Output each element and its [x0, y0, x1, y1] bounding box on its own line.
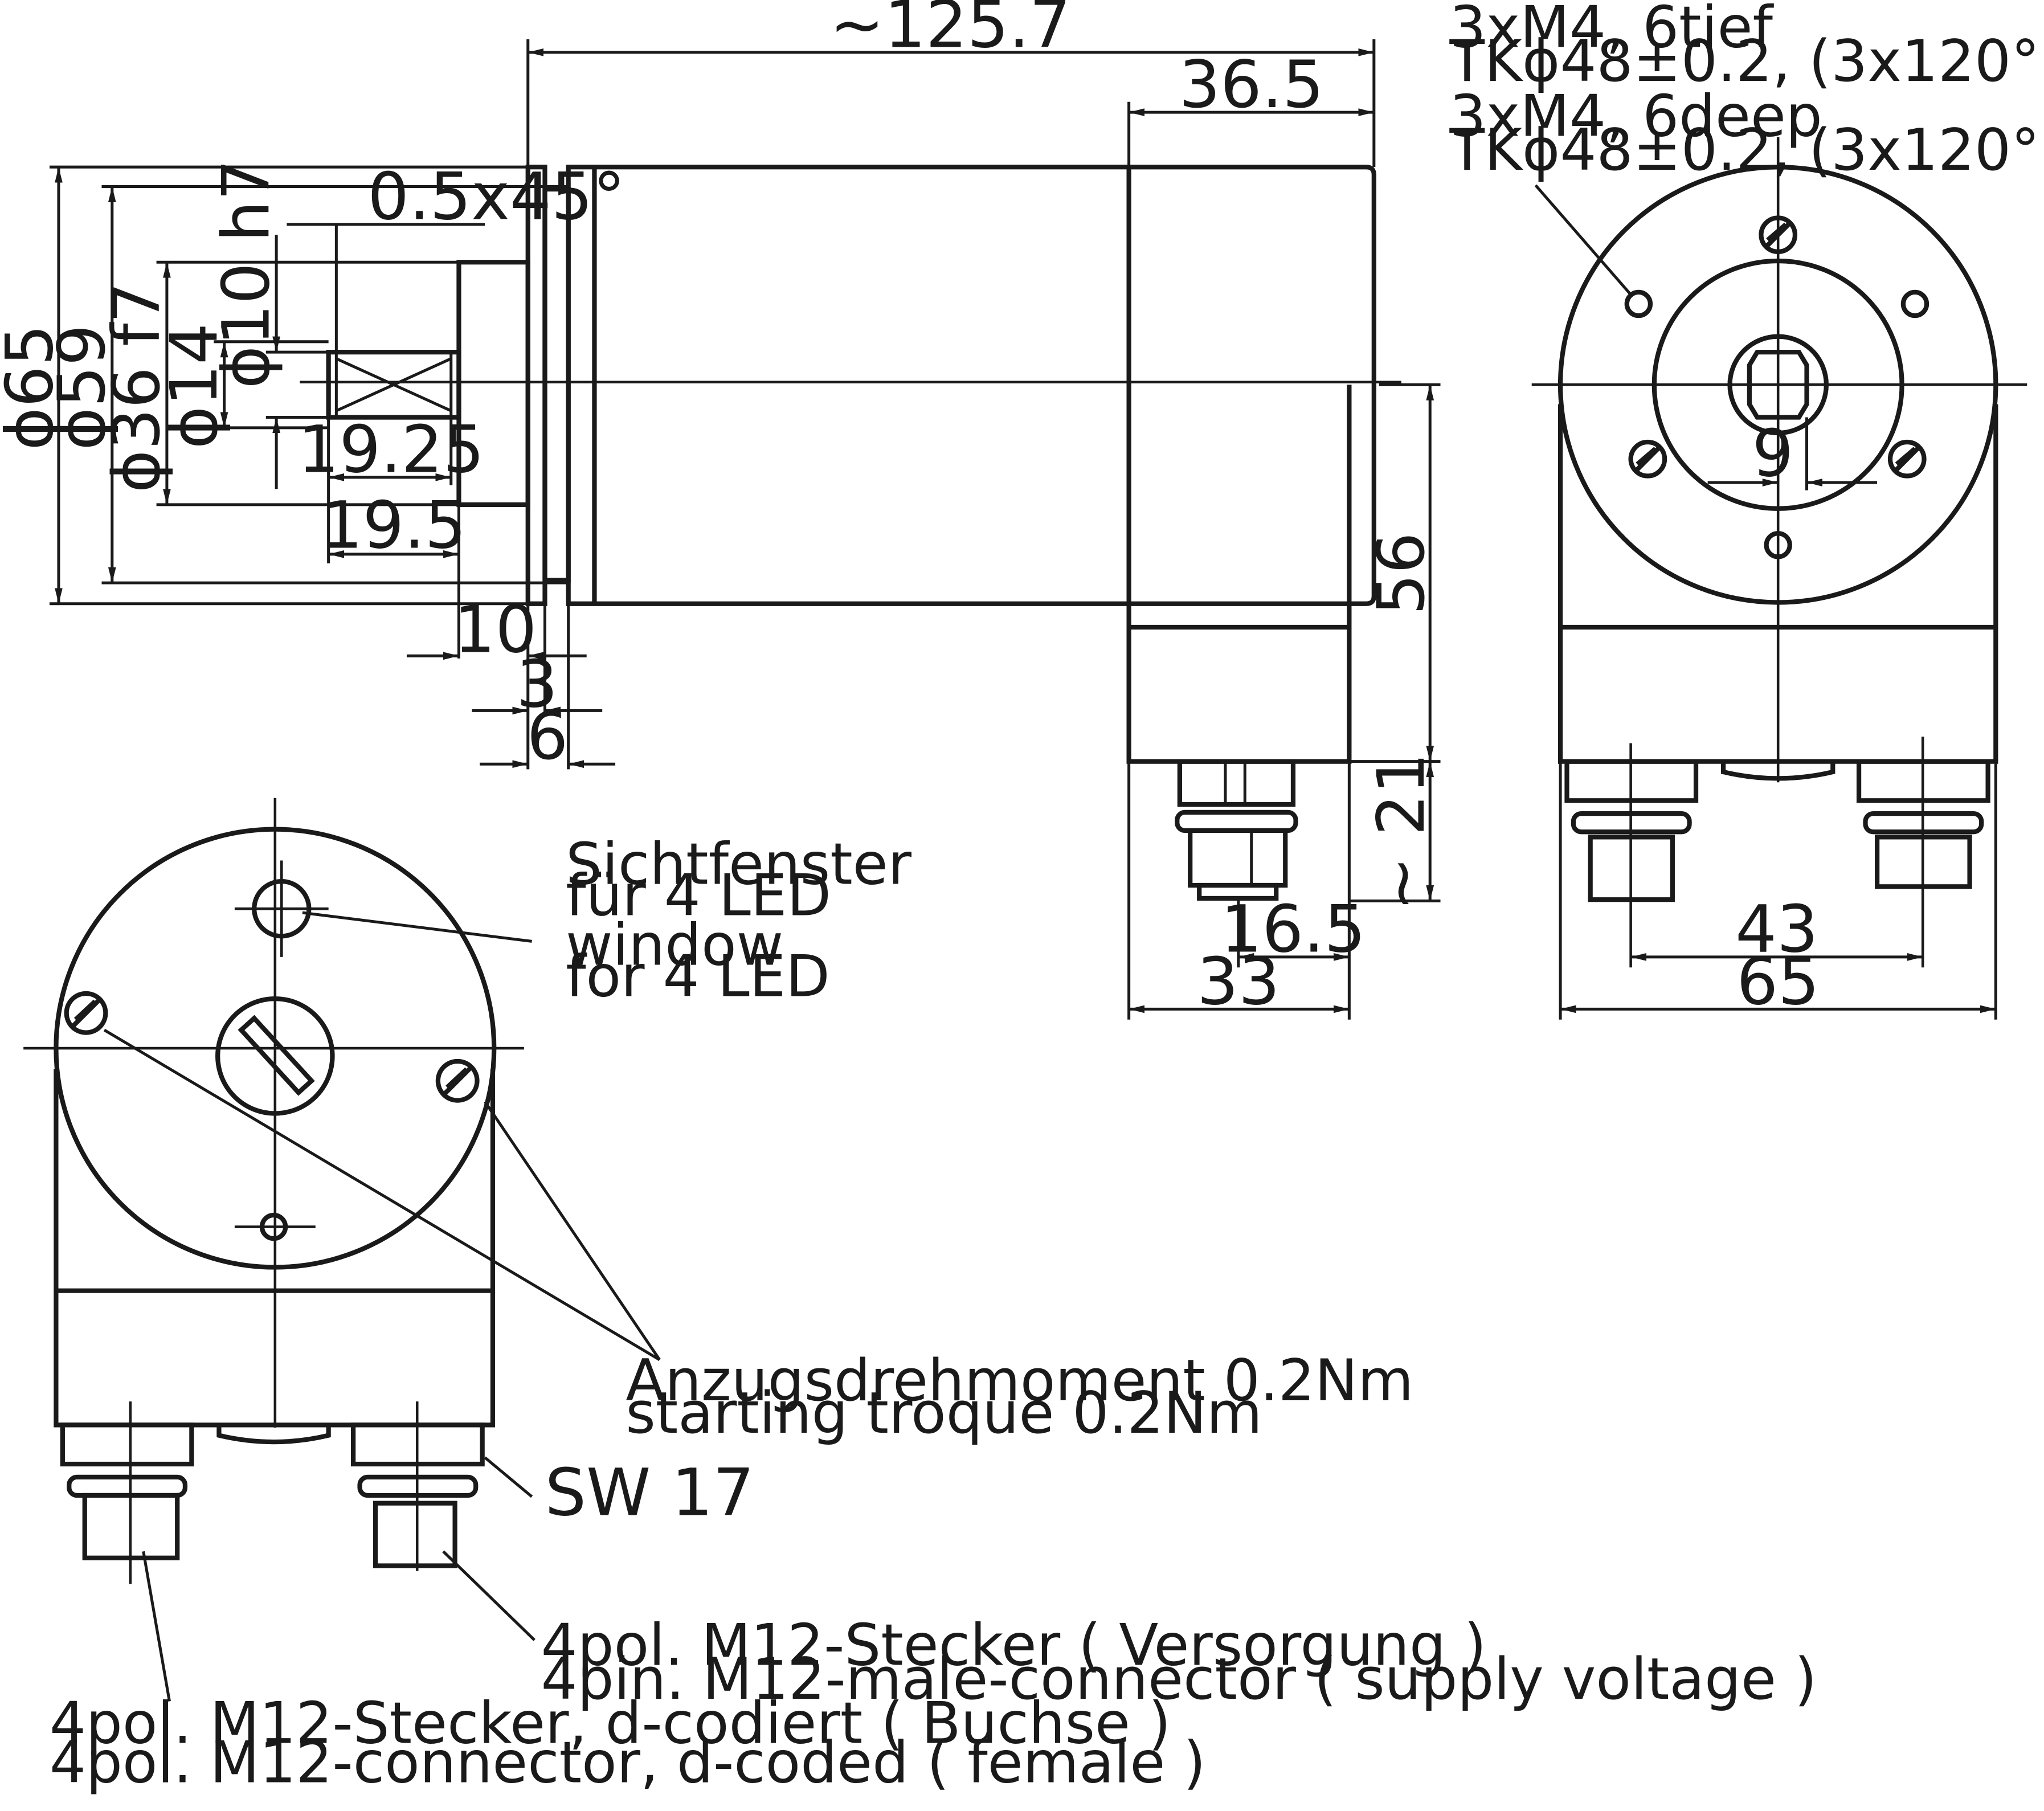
front-hole-2: [1900, 289, 1929, 318]
front-screw-left: [1628, 439, 1667, 479]
dim-bore-label: 9: [1752, 416, 1794, 492]
rear-screw-right: [435, 1058, 480, 1103]
front-spigot-circle: [1651, 258, 1904, 511]
spigot-ring: [542, 186, 571, 583]
shaft: [326, 350, 461, 420]
front-bore: [1727, 334, 1829, 436]
rear-cap: [215, 996, 335, 1116]
front-screw-right: [1887, 439, 1927, 479]
side-connector-washer: [1175, 810, 1298, 833]
torque-leader-1: [103, 1028, 661, 1362]
hole-leader: [1534, 184, 1633, 297]
encoder-body: [566, 165, 1131, 606]
front-view: 9 43 65: [1531, 137, 2027, 1020]
plug-note-en: 4pin. M12-male-connector ( supply voltag…: [541, 1646, 1817, 1712]
window-note-en-2: for 4 LED: [566, 943, 830, 1010]
dim-spigot-dia-label: ϕ36 f7: [99, 282, 174, 493]
side-connector-nut: [1177, 759, 1296, 807]
dim-flange-dia-label: ϕ65: [0, 324, 68, 450]
rear-cap-slot: [238, 1015, 315, 1096]
front-housing-sides: [1557, 404, 1998, 764]
holes-note-en-2: TKϕ48±0.2, (3x120°): [1449, 117, 2044, 183]
side-view: [300, 165, 1401, 901]
dim-flat-dia-label: ϕ14: [156, 323, 232, 449]
front-shaft-flat: [1747, 350, 1809, 420]
side-connector-body: [1188, 828, 1288, 888]
dim-body-dia-label: ϕ59: [44, 324, 120, 450]
dim-width-label: 65: [1736, 943, 1820, 1019]
front-led-window: [1720, 761, 1835, 781]
window-note-de-2: für 4 LED: [566, 862, 831, 929]
dim-flange-thk-label: 3: [516, 647, 558, 722]
rear-left-washer: [67, 1474, 188, 1498]
socket-note-de: 4pol. M12-Stecker, d-codiert ( Buchse ): [50, 1690, 1171, 1757]
holes-note-de-2: TKϕ48±0.2, (3x120°): [1449, 28, 2044, 95]
torque-note-de: Anzugsdrehmoment 0.2Nm: [626, 1347, 1413, 1414]
rear-housing: [54, 1069, 496, 1428]
dim-shaft-len2-label: 19.5: [321, 487, 467, 563]
wrench-leader: [484, 1456, 533, 1498]
holes-note-en-1: 3xM4, 6deep: [1450, 83, 1822, 149]
rear-left-nut: [60, 1422, 194, 1467]
rear-right-plug: [373, 1501, 457, 1568]
dim-shaft-dia-label: ϕ10 h7: [208, 159, 284, 389]
dim-flange-total-label: 6: [527, 698, 569, 774]
plug-leader: [442, 1550, 535, 1641]
dim-overall-length-label: ~125.7: [829, 0, 1070, 63]
front-hole-1: [1624, 289, 1653, 318]
front-screw-top: [1759, 215, 1798, 255]
front-hole-3: [1764, 531, 1792, 559]
window-note-de-1: Sichtfenster: [566, 831, 912, 898]
dim-conn-spacing-label: 43: [1735, 892, 1818, 967]
dim-chamfer-label: 0.5x45°: [367, 159, 625, 235]
window-leader: [302, 911, 532, 943]
rear-circle: [54, 827, 497, 1270]
rear-screw-left: [64, 991, 108, 1035]
holes-note-de-1: 3xM4, 6tief: [1450, 0, 1775, 61]
dim-shaft-len1-label: 19.25: [298, 412, 485, 488]
rear-view: [23, 798, 661, 1702]
dim-housing-width-label: 33: [1197, 943, 1280, 1019]
wrench-size-label: SW 17: [545, 1454, 754, 1530]
dim-height-label: 56: [1363, 532, 1439, 615]
dim-connector-offset-label: 16.5: [1221, 892, 1366, 967]
flat-mark-2: [336, 357, 452, 412]
torque-leader-2: [484, 1101, 661, 1361]
rear-led-window: [216, 1425, 331, 1445]
torque-note-en: starting troque 0.2Nm: [626, 1380, 1262, 1446]
side-dimensions: ~125.7 36.5 0.5x45° ϕ65 ϕ59 ϕ36 f7 ϕ14: [0, 0, 1441, 1020]
dim-connector-height-label: ~ 21: [1363, 753, 1439, 911]
front-flange-circle: [1557, 165, 1998, 605]
plug-note-de: 4pol. M12-Stecker ( Versorgung ): [541, 1612, 1487, 1678]
dim-spigot-len-label: 10: [454, 591, 537, 667]
rear-cap: [1129, 165, 1376, 606]
dim-housing-length-label: 36.5: [1179, 47, 1324, 122]
window-note-en-1: window: [566, 912, 783, 979]
socket-leader: [142, 1551, 171, 1702]
socket-note-en: 4pol. M12-connector, d-coded ( female ): [50, 1729, 1206, 1796]
